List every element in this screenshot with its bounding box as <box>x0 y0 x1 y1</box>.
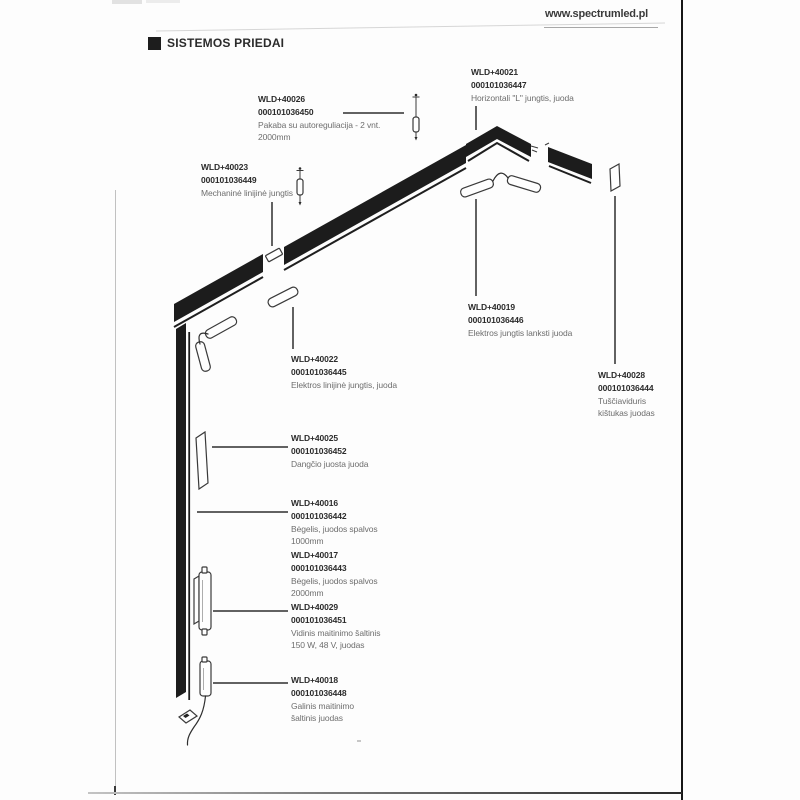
part-desc: 2000mm <box>291 588 324 599</box>
part-sku: 000101036442 <box>291 510 347 521</box>
part-desc: Pakaba su autoreguliacija - 2 vnt. <box>258 119 381 130</box>
heading-rule <box>155 22 666 32</box>
page-bottom-rule <box>88 792 682 794</box>
part-code: WLD+40021 <box>471 67 519 77</box>
scan-speck <box>357 740 361 742</box>
part-code: WLD+40016 <box>291 498 339 508</box>
rail-lower-segment <box>173 254 264 328</box>
part-code: WLD+40026 <box>258 94 306 104</box>
part-sku: 000101036444 <box>598 382 654 393</box>
page-title: SISTEMOS PRIEDAI <box>167 36 285 50</box>
part-desc: Vidinis maitinimo šaltinis <box>291 627 381 638</box>
part-sku: 000101036445 <box>291 366 347 377</box>
website-underline <box>544 27 658 28</box>
part-sku: 000101036443 <box>291 562 347 573</box>
part-desc: Mechaninė linijinė jungtis <box>201 187 293 198</box>
page-right-border <box>681 0 683 800</box>
part-desc: Bėgelis, juodos spalvos <box>291 523 378 534</box>
part-label-wld40026: WLD+40026 000101036450 Pakaba su autoreg… <box>258 93 380 144</box>
part-label-wld40028: WLD+40028 000101036444 Tuščiaviduris kiš… <box>598 369 655 420</box>
part-sku: 000101036446 <box>468 314 524 325</box>
rail-vertical <box>176 323 191 700</box>
end-plate <box>177 709 199 724</box>
part-code: WLD+40023 <box>201 162 249 172</box>
part-label-wld40016: WLD+40016 000101036442 Bėgelis, juodos s… <box>291 497 378 548</box>
part-code: WLD+40029 <box>291 602 339 612</box>
part-sku: 000101036447 <box>471 79 527 90</box>
part-sku: 000101036452 <box>291 445 347 456</box>
part-desc: Elektros linijinė jungtis, juoda <box>291 379 397 390</box>
part-code: WLD+40018 <box>291 675 339 685</box>
flex-connector-right <box>460 172 542 198</box>
part-desc: Elektros jungtis lanksti juoda <box>468 327 573 338</box>
part-code: WLD+40025 <box>291 433 339 443</box>
part-label-wld40017: WLD+40017 000101036443 Bėgelis, juodos s… <box>291 549 378 600</box>
part-sku: 000101036449 <box>201 174 257 185</box>
part-label-wld40029: WLD+40029 000101036451 Vidinis maitinimo… <box>291 601 380 652</box>
part-sku: 000101036451 <box>291 614 347 625</box>
website-url: www.spectrumled.pl <box>545 8 648 20</box>
part-desc: Horizontali "L" jungtis, juoda <box>471 92 574 103</box>
corner-l-connector <box>466 126 539 162</box>
part-code: WLD+40022 <box>291 354 339 364</box>
flex-connector-left <box>195 316 238 372</box>
part-label-wld40018: WLD+40018 000101036448 Galinis maitinimo… <box>291 674 354 725</box>
scan-tick <box>114 786 116 795</box>
part-sku: 000101036450 <box>258 106 314 117</box>
power-cable <box>186 695 207 746</box>
section-bullet-square <box>148 36 161 50</box>
part-code: WLD+40028 <box>598 370 646 380</box>
rail-right-segment <box>544 142 592 184</box>
suspension-hanger-2 <box>296 167 304 206</box>
part-label-wld40025: WLD+40025 000101036452 Dangčio juosta ju… <box>291 432 368 470</box>
part-desc: šaltinis juodas <box>291 713 343 724</box>
rail-upper-segment <box>283 145 467 271</box>
part-desc: 2000mm <box>258 132 291 143</box>
suspension-hanger-1 <box>412 93 420 141</box>
mechanical-connector <box>265 247 283 263</box>
part-code: WLD+40017 <box>291 550 339 560</box>
part-desc: 150 W, 48 V, juodas <box>291 640 365 651</box>
end-cap <box>609 163 621 192</box>
end-power-supply <box>199 656 212 697</box>
page-left-rule <box>115 190 116 787</box>
part-desc: Galinis maitinimo <box>291 700 355 711</box>
cover-strip <box>195 430 209 491</box>
part-sku: 000101036448 <box>291 687 347 698</box>
part-label-wld40019: WLD+40019 000101036446 Elektros jungtis … <box>468 301 572 339</box>
part-desc: 1000mm <box>291 536 324 547</box>
electric-linear-connector <box>267 286 299 308</box>
scan-smudge <box>146 0 180 3</box>
part-label-wld40021: WLD+40021 000101036447 Horizontali "L" j… <box>471 66 574 104</box>
part-desc: Bėgelis, juodos spalvos <box>291 575 378 586</box>
part-desc: Tuščiaviduris <box>598 395 646 406</box>
part-desc: Dangčio juosta juoda <box>291 458 369 469</box>
internal-power-supply <box>193 566 212 636</box>
section-heading: SISTEMOS PRIEDAI <box>148 36 284 50</box>
part-desc: kištukas juodas <box>598 408 655 419</box>
part-label-wld40023: WLD+40023 000101036449 Mechaninė linijin… <box>201 161 293 199</box>
scan-smudge <box>112 0 142 4</box>
part-code: WLD+40019 <box>468 302 516 312</box>
part-label-wld40022: WLD+40022 000101036445 Elektros linijinė… <box>291 353 397 391</box>
